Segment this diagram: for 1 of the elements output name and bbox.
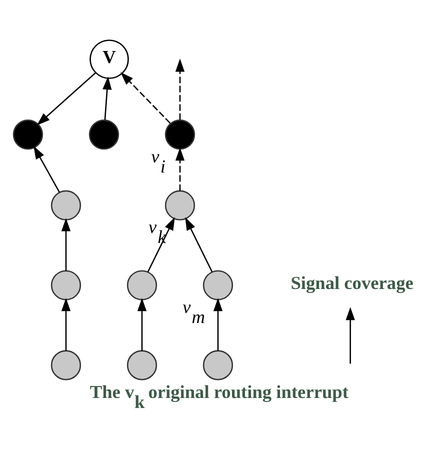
node-text: Signal coverage	[290, 272, 414, 292]
